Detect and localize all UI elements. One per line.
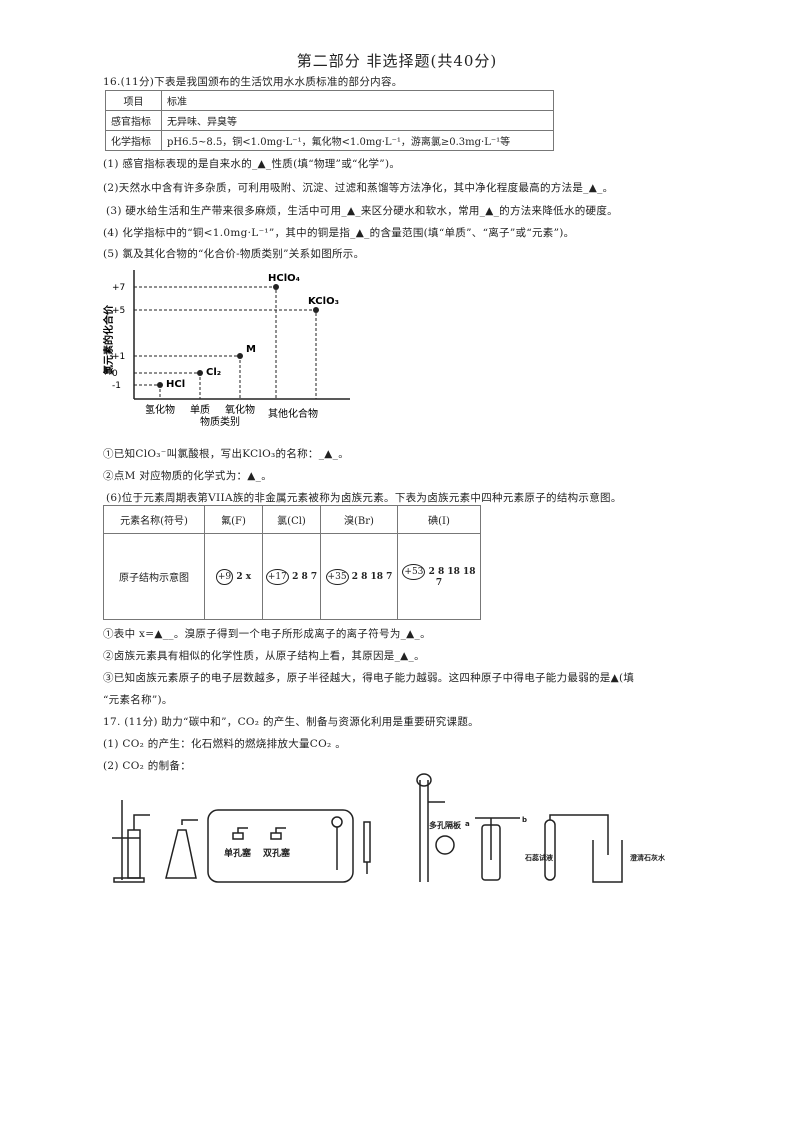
shells: 2 x [236, 572, 252, 582]
table-cell: 碘(I) [397, 505, 481, 534]
q17-stem: 17. (11分) 助力“碳中和”，CO₂ 的产生、制备与资源化利用是重要研究课… [103, 716, 479, 728]
section-title: 第二部分 非选择题(共40分) [296, 52, 498, 70]
nucleus: +35 [325, 569, 349, 585]
table-header: 元素名称(符号) [103, 505, 205, 534]
lab-apparatus-figure: 甲 乙 丙 丁 戊 己 单孔塞 双孔塞 多孔隔板 a b 石蕊试液 澄清石灰水 [112, 773, 666, 885]
atom-diagram: +17 2 8 7 [262, 533, 321, 620]
data-point: HCl [134, 379, 185, 399]
data-point: KClO₃ [134, 296, 339, 399]
table-cell: 感官指标 [105, 110, 162, 131]
table-header: 标准 [161, 90, 554, 111]
nucleus: +17 [265, 569, 289, 585]
apparatus-label: 戊 [484, 884, 495, 885]
data-point: Cl₂ [134, 367, 221, 399]
data-point: HClO₄ [134, 273, 300, 399]
nucleus: +53 [402, 563, 426, 580]
q16-p6c2: “元素名称”)。 [103, 694, 173, 706]
atom-diagram: +9 2 x [204, 533, 263, 620]
q16-p5b: ②点M 对应物质的化学式为：▲_。 [103, 470, 273, 482]
table-cell: pH6.5~8.5，铜<1.0mg·L⁻¹，氟化物<1.0mg·L⁻¹，游离氯≥… [161, 130, 554, 151]
q16-p6c: ③已知卤族元素原子的电子层数越多，原子半径越大，得电子能力越弱。这四种原子中得电… [103, 672, 635, 684]
table-cell: 无异味、异臭等 [161, 110, 554, 131]
q16-p6: (6)位于元素周期表第VIIA族的非金属元素被称为卤族元素。下表为卤族元素中四种… [106, 492, 622, 504]
y-tick: +7 [112, 283, 125, 293]
point-label: HClO₄ [268, 273, 300, 284]
table-row: 原子结构示意图 +9 2 x +17 2 8 7 +35 2 8 18 7 +5… [103, 533, 481, 620]
x-tick: 氢化物 [145, 403, 175, 416]
table-cell: 化学指标 [105, 130, 162, 151]
shells: 2 8 18 18 7 [428, 566, 476, 588]
table-cell: 溴(Br) [320, 505, 398, 534]
y-tick: +5 [112, 306, 125, 316]
valence-chart: 氯元素的化合价 +7 +5 +1 0 -1 HCl Cl₂ M HClO₄ KClO₃ 氢化物 单… [102, 270, 350, 428]
q16-p5a: ①已知ClO₃⁻叫氯酸根，写出KClO₃的名称：_▲_。 [103, 448, 349, 460]
q17-p2: (2) CO₂ 的制备： [103, 760, 191, 772]
data-point: M [134, 344, 256, 399]
port-a-label: a [465, 820, 470, 828]
table-cell: 氯(Cl) [262, 505, 321, 534]
x-tick: 其他化合物 [268, 407, 318, 420]
q16-p3: (3) 硬水给生活和生产带来很多麻烦，生活中可用_▲_来区分硬水和软水，常用_▲… [106, 205, 618, 217]
q16-p5: (5) 氯及其化合物的“化合价-物质类别”关系如图所示。 [103, 248, 365, 260]
table-row: 感官指标无异味、异臭等 [105, 110, 554, 131]
q16-p4: (4) 化学指标中的“铜<1.0mg·L⁻¹”，其中的铜是指_▲_的含量范围(填… [103, 227, 575, 239]
port-b-label: b [522, 816, 527, 824]
q16-p6b: ②卤族元素具有相似的化学性质，从原子结构上看，其原因是_▲_。 [103, 650, 425, 662]
point-label: Cl₂ [206, 367, 221, 378]
litmus-label: 石蕊试液 [524, 853, 554, 862]
atom-diagram: +35 2 8 18 7 [320, 533, 398, 620]
table-row: 元素名称(符号) 氟(F) 氯(Cl) 溴(Br) 碘(I) [103, 505, 481, 534]
chart-ylabel: 氯元素的化合价 [102, 304, 115, 375]
atom-diagram: +53 2 8 18 18 7 [397, 533, 481, 620]
point-label: M [246, 344, 256, 355]
table-header: 项目 [105, 90, 162, 111]
stopper-label: 单孔塞 [224, 847, 252, 859]
plate-label: 多孔隔板 [429, 820, 462, 830]
x-tick: 氧化物 [225, 403, 255, 416]
halogen-table: 元素名称(符号) 氟(F) 氯(Cl) 溴(Br) 碘(I) 原子结构示意图 +… [103, 505, 481, 620]
point-label: KClO₃ [308, 296, 339, 307]
table-header: 原子结构示意图 [103, 533, 205, 620]
q16-stem: 16.(11分)下表是我国颁布的生活饮用水水质标准的部分内容。 [103, 76, 403, 88]
q16-p2: (2)天然水中含有许多杂质，可利用吸附、沉淀、过滤和蒸馏等方法净化，其中净化程度… [103, 182, 614, 194]
point-label: HCl [166, 379, 185, 390]
y-tick: -1 [112, 381, 121, 391]
limewater-label: 澄清石灰水 [629, 853, 666, 862]
table-cell: 氟(F) [204, 505, 263, 534]
x-tick: 单质 [190, 404, 210, 416]
q17-p1: (1) CO₂ 的产生：化石燃料的燃烧排放大量CO₂ 。 [103, 738, 346, 750]
chart-xlabel: 物质类别 [200, 415, 240, 428]
shells: 2 8 18 7 [351, 572, 393, 582]
stopper-label: 双孔塞 [263, 847, 291, 859]
shells: 2 8 7 [292, 572, 318, 582]
q16-p6a: ①表中 x=▲__。溴原子得到一个电子所形成离子的离子符号为_▲_。 [103, 628, 431, 640]
nucleus: +9 [215, 569, 234, 585]
q16-p1: (1) 感官指标表现的是自来水的_▲_性质(填“物理”或“化学”)。 [103, 158, 401, 170]
table-row: 项目标准 [105, 90, 554, 111]
y-tick: 0 [112, 369, 118, 379]
y-tick: +1 [112, 352, 125, 362]
